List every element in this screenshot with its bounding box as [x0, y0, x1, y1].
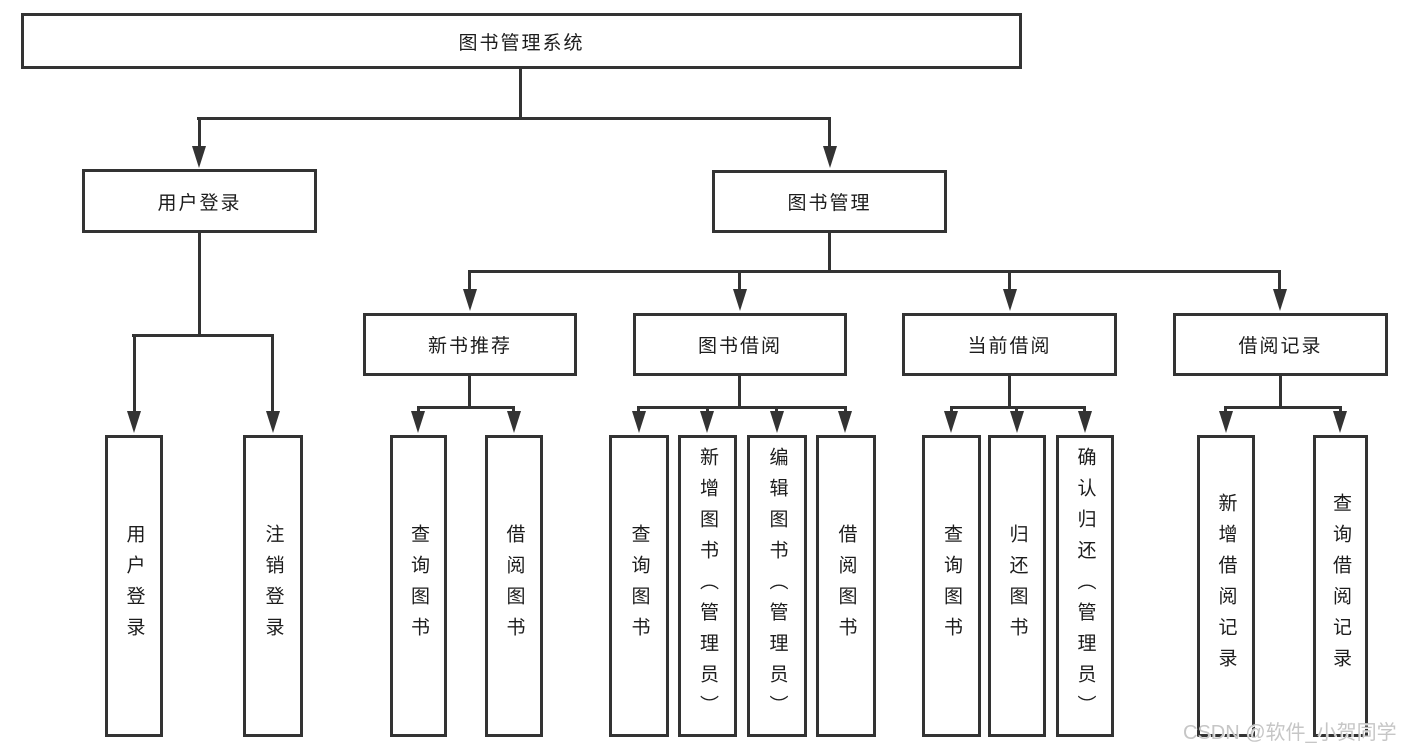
connector-stem-book-borrow: [738, 376, 741, 409]
node-label: 借阅记录: [1238, 336, 1323, 357]
leaf-label: 新增图书（管理员）: [697, 446, 718, 726]
leaf-label: 查询借阅记录: [1330, 493, 1351, 679]
node-current-borrow: 当前借阅: [902, 313, 1117, 376]
leaf-label: 查询图书: [941, 524, 962, 648]
leaf-logout: 注销登录: [243, 435, 303, 737]
connector-arrow-line: [133, 334, 136, 411]
node-new-book-recommend: 新书推荐: [363, 313, 577, 376]
csdn-watermark: CSDN @软件_小贺同学: [1183, 722, 1397, 744]
arrow-down-icon: [1003, 289, 1017, 311]
connector-branch-current-borrow: [950, 406, 1086, 409]
connector-arrow-line: [706, 406, 709, 411]
leaf-label: 查询图书: [628, 524, 650, 648]
arrow-down-icon: [127, 411, 141, 433]
arrow-down-icon: [944, 411, 958, 433]
leaf-borrow-books-1: 借阅图书: [485, 435, 543, 737]
leaf-label: 确认归还（管理员）: [1074, 446, 1096, 726]
leaf-query-books-1: 查询图书: [390, 435, 447, 737]
connector-arrow-line: [738, 270, 741, 289]
connector-arrow-line: [1083, 406, 1086, 411]
connector-branch-level3: [468, 270, 1281, 273]
arrow-down-icon: [1078, 411, 1092, 433]
leaf-borrow-books-2: 借阅图书: [816, 435, 876, 737]
connector-branch-book-borrow: [637, 406, 847, 409]
arrow-down-icon: [733, 289, 747, 311]
leaf-label: 新增借阅记录: [1215, 493, 1237, 679]
node-label: 图书管理系统: [458, 32, 585, 54]
leaf-label: 编辑图书（管理员）: [766, 446, 788, 726]
leaf-label: 归还图书: [1006, 524, 1028, 648]
leaf-query-borrow-record: 查询借阅记录: [1313, 435, 1368, 737]
arrow-down-icon: [411, 411, 425, 433]
arrow-down-icon: [266, 411, 280, 433]
node-label: 用户登录: [157, 192, 242, 214]
node-label: 新书推荐: [427, 336, 512, 357]
arrow-down-icon: [192, 146, 206, 168]
connector-stem-user-login: [198, 233, 201, 337]
connector-arrow-line: [1339, 406, 1342, 411]
connector-arrow-line: [468, 270, 471, 289]
arrow-down-icon: [1010, 411, 1024, 433]
connector-arrow-line: [1224, 406, 1227, 411]
leaf-label: 借阅图书: [835, 524, 857, 648]
arrow-down-icon: [463, 289, 477, 311]
node-book-management: 图书管理: [712, 170, 947, 233]
leaf-label: 注销登录: [262, 524, 284, 648]
arrow-down-icon: [770, 411, 784, 433]
connector-arrow-line: [1015, 406, 1018, 411]
leaf-query-books-3: 查询图书: [922, 435, 981, 737]
node-borrow-records: 借阅记录: [1173, 313, 1388, 376]
connector-stem-borrow-records: [1279, 376, 1282, 409]
arrow-down-icon: [507, 411, 521, 433]
arrow-down-icon: [1219, 411, 1233, 433]
node-label: 图书管理: [787, 193, 872, 214]
connector-arrow-line: [1278, 270, 1281, 289]
connector-arrow-line: [775, 406, 778, 411]
arrow-down-icon: [823, 146, 837, 168]
node-library-management-system: 图书管理系统: [21, 13, 1022, 69]
leaf-add-borrow-record: 新增借阅记录: [1197, 435, 1255, 737]
leaf-confirm-return-admin: 确认归还（管理员）: [1056, 435, 1114, 737]
connector-arrow-line: [1008, 270, 1011, 289]
connector-arrow-line: [198, 117, 201, 146]
connector-stem-book-management: [828, 233, 831, 273]
leaf-return-books: 归还图书: [988, 435, 1046, 737]
leaf-label: 用户登录: [123, 524, 145, 648]
arrow-down-icon: [700, 411, 714, 433]
arrow-down-icon: [1333, 411, 1347, 433]
leaf-edit-books-admin: 编辑图书（管理员）: [747, 435, 807, 737]
connector-arrow-line: [828, 117, 831, 146]
arrow-down-icon: [1273, 289, 1287, 311]
connector-branch-new-book: [417, 406, 515, 409]
leaf-add-books-admin: 新增图书（管理员）: [678, 435, 737, 737]
connector-stem-root: [519, 69, 522, 120]
node-user-login: 用户登录: [82, 169, 317, 233]
leaf-user-login: 用户登录: [105, 435, 163, 737]
arrow-down-icon: [632, 411, 646, 433]
leaf-query-books-2: 查询图书: [609, 435, 669, 737]
node-book-borrow: 图书借阅: [633, 313, 847, 376]
leaf-label: 借阅图书: [503, 524, 525, 648]
connector-arrow-line: [417, 406, 420, 411]
connector-arrow-line: [950, 406, 953, 411]
connector-branch-user-login: [132, 334, 274, 337]
connector-stem-current-borrow: [1008, 376, 1011, 409]
leaf-label: 查询图书: [408, 524, 429, 648]
connector-branch-level2: [197, 117, 831, 120]
connector-branch-borrow-records: [1224, 406, 1342, 409]
connector-arrow-line: [512, 406, 515, 411]
connector-stem-new-book: [468, 376, 471, 409]
node-label: 图书借阅: [697, 336, 782, 357]
connector-arrow-line: [637, 406, 640, 411]
connector-arrow-line: [844, 406, 847, 411]
arrow-down-icon: [838, 411, 852, 433]
node-label: 当前借阅: [967, 336, 1052, 357]
connector-arrow-line: [271, 334, 274, 411]
